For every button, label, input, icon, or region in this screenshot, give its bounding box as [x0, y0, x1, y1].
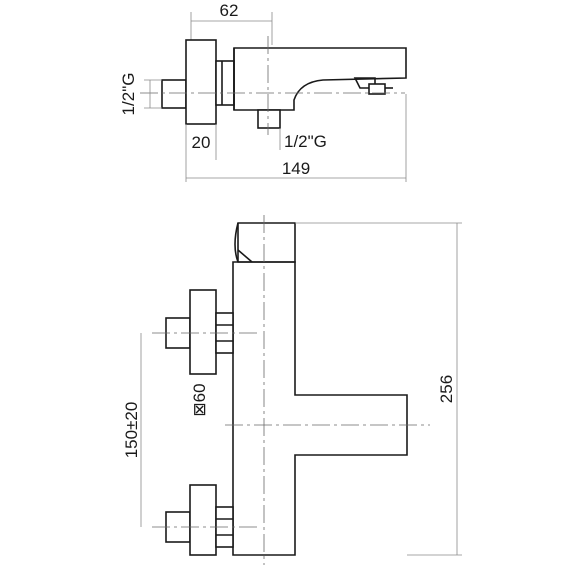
- knob-size-label: ⊠60: [190, 383, 209, 416]
- thread-left-label: 1/2"G: [119, 73, 138, 116]
- inlet-fitting: [161, 39, 235, 125]
- dimension-62-label: 62: [220, 1, 239, 20]
- dimension-256-label: 256: [437, 375, 456, 403]
- thread-left: 1/2"G: [119, 73, 162, 116]
- dimension-20-label: 20: [192, 133, 211, 152]
- dimension-150: 150±20: [122, 333, 142, 527]
- dimension-150-label: 150±20: [122, 402, 141, 459]
- lower-inlet: [165, 484, 234, 556]
- front-view: 256 150±20 ⊠60: [122, 215, 462, 565]
- top-view: 62 1/2"G: [119, 1, 407, 182]
- dimension-149-label: 149: [282, 159, 310, 178]
- mixer-body-front: [232, 222, 408, 556]
- thread-bottom: 1/2"G: [279, 128, 327, 151]
- upper-inlet: [165, 289, 234, 375]
- dimension-20: 20: [185, 124, 217, 182]
- thread-bottom-label: 1/2"G: [284, 132, 327, 151]
- dimension-62: 62: [190, 1, 273, 45]
- mixer-body-top: [233, 47, 407, 129]
- dimension-149: 149: [186, 94, 407, 182]
- dimension-256: 256: [295, 222, 462, 556]
